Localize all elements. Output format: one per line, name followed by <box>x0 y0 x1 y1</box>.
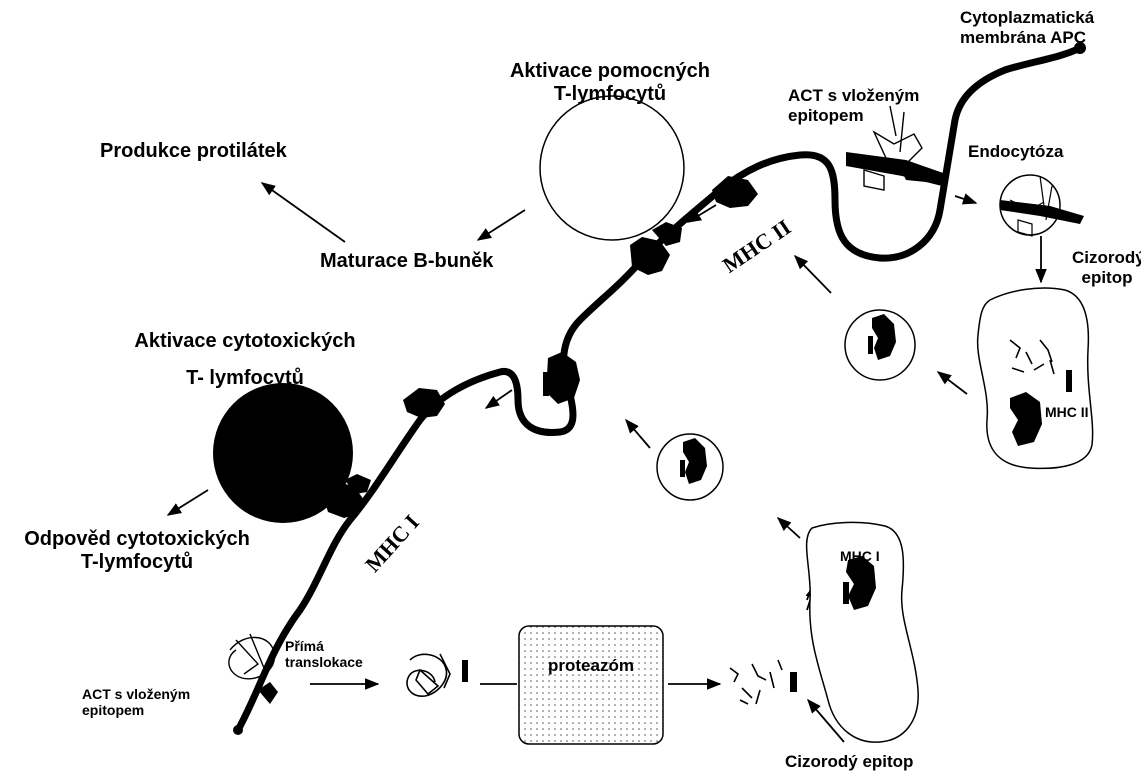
cytotoxic-response-label: Odpověd cytotoxických T-lymfocytů <box>2 528 272 574</box>
cytotoxic-activation-line2: T- lymfocytů <box>100 367 390 390</box>
act-bottom <box>229 634 275 679</box>
helper-activation-line1: Aktivace pomocných <box>470 60 750 83</box>
arrow-mhc1-vesicle-up <box>626 420 650 448</box>
foreign-epitope-bottom-label: Cizorodý epitop <box>785 752 913 772</box>
mhc2-vesicle-label: MHC II <box>1045 404 1089 420</box>
er-peptide <box>843 582 849 604</box>
mhc2-vesicle-peptide <box>868 336 873 354</box>
act-bottom-line2: epitopem <box>82 702 190 718</box>
act-top-line1: ACT s vloženým <box>788 86 919 106</box>
mhc-blob <box>403 388 445 418</box>
mhc1-vesicle-peptide <box>680 460 685 477</box>
act-translocated-epitope <box>462 660 468 682</box>
arrow-to-mhc2-vesicle <box>938 372 967 394</box>
arrow-mhc2-vesicle-up <box>795 256 831 293</box>
free-epitope <box>790 672 797 692</box>
mhc-peptide-bar <box>543 372 549 396</box>
foreign-epitope-top-line1: Cizorodý <box>1072 248 1141 268</box>
cytotoxic-activation-label: Aktivace cytotoxických T- lymfocytů <box>100 330 390 390</box>
cytoplasmic-membrane-line1: Cytoplazmatická <box>960 8 1094 28</box>
foreign-epitope-top-line2: epitop <box>1072 268 1141 288</box>
cytotoxic-response-line2: T-lymfocytů <box>2 551 272 574</box>
proteasome-label: proteazóm <box>519 656 663 676</box>
arrow-mhc1-out <box>486 390 512 408</box>
act-bottom-label: ACT s vloženým epitopem <box>82 686 190 718</box>
direct-translocation-line1: Přímá <box>285 638 363 654</box>
arrow-to-bcell <box>478 210 525 240</box>
foreign-epitope-top-label: Cizorodý epitop <box>1072 248 1141 287</box>
cytoplasmic-membrane-label: Cytoplazmatická membrána APC <box>960 8 1094 47</box>
helper-activation-label: Aktivace pomocných T-lymfocytů <box>470 60 750 106</box>
endosome-compartment <box>978 288 1093 468</box>
endocytosis-label: Endocytóza <box>968 142 1063 162</box>
act-top-label: ACT s vloženým epitopem <box>788 86 919 125</box>
cytotoxic-response-line1: Odpověd cytotoxických <box>2 528 272 551</box>
direct-translocation-label: Přímá translokace <box>285 638 363 670</box>
arrow-mhc1-er-up <box>778 518 800 538</box>
peptide-fragments <box>730 660 782 704</box>
act-translocated <box>407 654 450 696</box>
cytoplasmic-membrane-line2: membrána APC <box>960 28 1094 48</box>
b-cell-maturation-label: Maturace B-buněk <box>320 250 493 273</box>
proteasome-box <box>519 626 663 744</box>
mhc1-vesicle-label: MHC I <box>840 548 880 564</box>
cytotoxic-activation-line1: Aktivace cytotoxických <box>100 330 390 353</box>
arrow-endocytosis <box>955 196 976 203</box>
mhc-blob <box>712 176 758 208</box>
helper-t-cell <box>540 96 684 240</box>
act-bottom-line1: ACT s vloženým <box>82 686 190 702</box>
cytotoxic-t-cell <box>213 383 353 523</box>
membrane-start-bead <box>233 725 243 735</box>
antibody-production-label: Produkce protilátek <box>100 140 287 163</box>
arrow-to-antibody <box>262 183 345 242</box>
arrow-to-cytotoxic-response <box>168 490 208 515</box>
act-top-line2: epitopem <box>788 106 919 126</box>
endosome-epitope <box>1066 370 1072 392</box>
direct-translocation-line2: translokace <box>285 654 363 670</box>
mhc-blob <box>546 352 580 404</box>
helper-activation-line2: T-lymfocytů <box>470 83 750 106</box>
